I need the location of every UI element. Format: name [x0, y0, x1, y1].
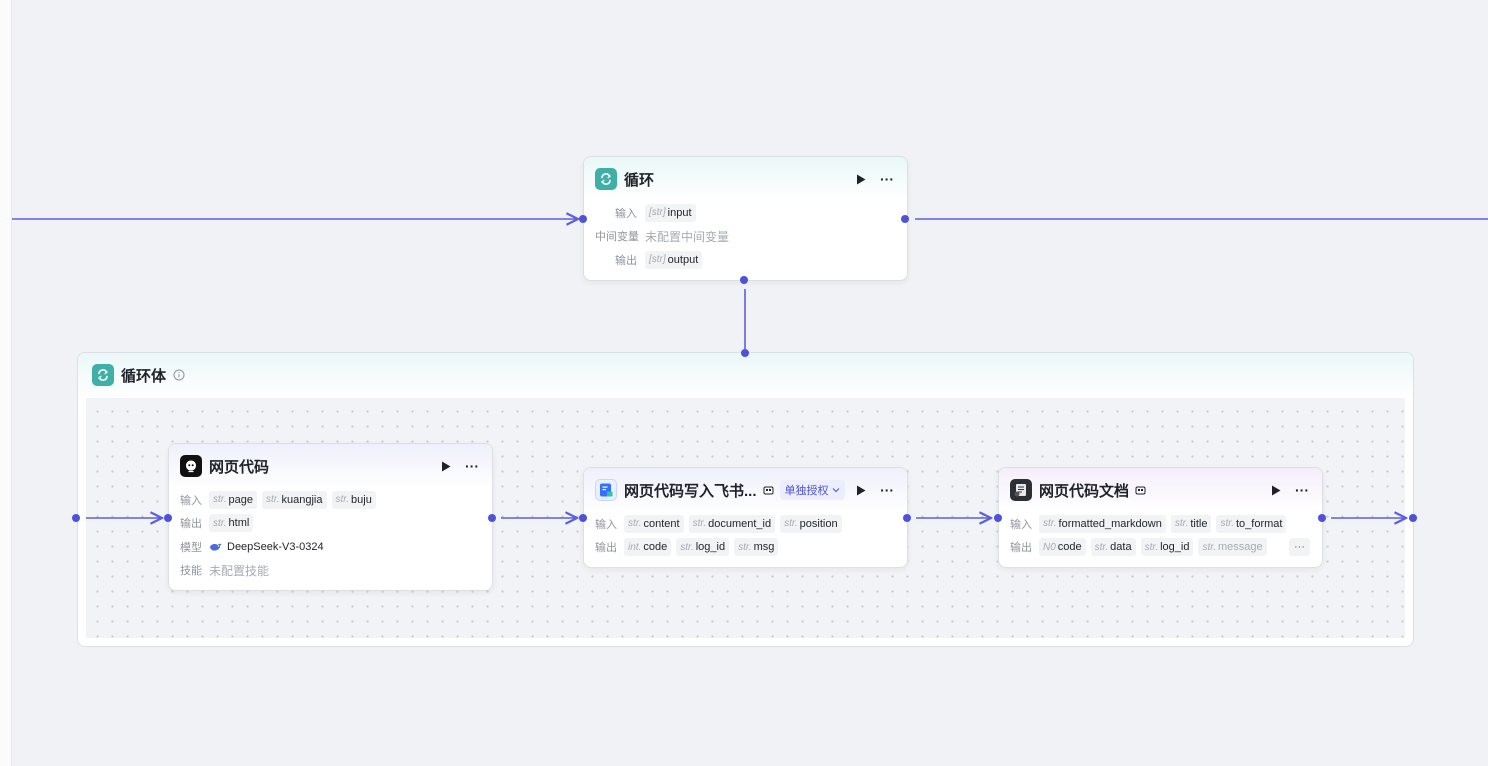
port-webcode-in[interactable] — [164, 514, 172, 522]
input-label: 输入 — [595, 518, 617, 531]
web-code-output-row: 输出 str.html — [180, 512, 480, 536]
input-label: 输入 — [615, 207, 637, 220]
port-loop-body-out[interactable] — [740, 276, 748, 284]
var-tag: str.log_id — [1140, 538, 1194, 557]
doc-icon — [1010, 479, 1032, 501]
web-code-title: 网页代码 — [209, 458, 270, 476]
var-tag: str.position — [780, 514, 842, 533]
midvar-label: 中间变量 — [595, 231, 639, 244]
var-tag: str.data — [1090, 538, 1136, 557]
midvar-value: 未配置中间变量 — [645, 229, 730, 244]
var-tag: int.code — [624, 538, 672, 557]
var-tag: str.msg — [734, 538, 779, 557]
left-panel-edge — [0, 0, 12, 766]
var-tag: str.log_id — [676, 538, 730, 557]
var-tag: str.to_format — [1216, 514, 1287, 533]
web-code-skill-row: 技能 未配置技能 — [180, 559, 480, 583]
port-doc-in[interactable] — [994, 514, 1002, 522]
auth-badge[interactable]: 单独授权 — [779, 480, 845, 500]
web-code-node[interactable]: 网页代码 ··· 输入 str.page str.kuangjia str.bu… — [168, 443, 493, 591]
port-doc-out[interactable] — [1318, 514, 1326, 522]
web-code-input-row: 输入 str.page str.kuangjia str.buju — [180, 488, 480, 512]
web-code-model-row: 模型 DeepSeek-V3-0324 — [180, 535, 480, 559]
plugin-icon — [1135, 485, 1146, 496]
var-tag: str.content — [624, 514, 684, 533]
var-tag: str.formatted_markdown — [1039, 514, 1166, 533]
feishu-write-header: 网页代码写入飞书... 单独授权 ··· — [584, 468, 907, 512]
model-value: DeepSeek-V3-0324 — [227, 540, 324, 553]
port-loop-in[interactable] — [579, 215, 587, 223]
output-label: 输出 — [1010, 542, 1032, 555]
feishu-input-row: 输入 str.content str.document_id str.posit… — [595, 512, 895, 536]
chevron-down-icon — [832, 488, 839, 493]
loop-midvar-row: 中间变量 未配置中间变量 — [595, 225, 895, 249]
port-body-end[interactable] — [1409, 514, 1417, 522]
loop-node-title: 循环 — [624, 171, 655, 189]
var-tag: str.document_id — [688, 514, 776, 533]
doc-node[interactable]: 网页代码文档 ··· 输入 str.formatted_markdown str… — [998, 467, 1323, 568]
code-bot-icon — [180, 455, 202, 477]
web-code-header: 网页代码 ··· — [169, 444, 492, 488]
doc-node-title: 网页代码文档 — [1039, 482, 1130, 500]
loop-node[interactable]: 循环 ··· 输入 [str]input 中间变量 未配置中间变量 输出 [st… — [583, 156, 908, 281]
more-icon[interactable]: ··· — [880, 482, 895, 498]
feishu-doc-icon — [595, 479, 617, 501]
output-label: 输出 — [595, 542, 617, 555]
port-feishu-out[interactable] — [903, 514, 911, 522]
var-tag: str.title — [1170, 514, 1212, 533]
plugin-icon — [763, 485, 774, 496]
loop-body-header: 循环体 — [78, 353, 1413, 397]
port-body-start[interactable] — [72, 514, 80, 522]
output-label: 输出 — [615, 254, 637, 267]
loop-input-row: 输入 [str]input — [595, 201, 895, 225]
skill-label: 技能 — [180, 565, 202, 578]
model-label: 模型 — [180, 541, 202, 554]
loop-body-title: 循环体 — [121, 367, 167, 385]
feishu-output-row: 输出 int.code str.log_id str.msg — [595, 536, 895, 560]
var-tag: [str]input — [645, 203, 696, 222]
port-webcode-out[interactable] — [488, 514, 496, 522]
loop-icon — [92, 364, 114, 386]
loop-node-header: 循环 ··· — [584, 157, 907, 201]
port-loop-body-in[interactable] — [741, 349, 749, 357]
var-tag: str.message — [1198, 538, 1267, 557]
more-icon[interactable]: ··· — [465, 458, 479, 474]
more-tags-button[interactable]: ··· — [1289, 538, 1310, 557]
loop-icon — [595, 168, 617, 190]
var-tag: str.kuangjia — [262, 490, 327, 509]
loop-output-row: 输出 [str]output — [595, 248, 895, 272]
output-label: 输出 — [180, 518, 202, 531]
play-icon[interactable] — [853, 171, 869, 187]
skill-value: 未配置技能 — [209, 563, 270, 578]
var-tag: str.page — [209, 490, 257, 509]
var-tag: str.html — [209, 514, 254, 533]
var-tag: str.buju — [331, 490, 376, 509]
info-icon[interactable] — [173, 369, 185, 381]
deepseek-icon — [209, 542, 222, 552]
play-icon[interactable] — [854, 482, 870, 498]
doc-input-row: 输入 str.formatted_markdown str.title str.… — [1010, 512, 1310, 536]
play-icon[interactable] — [1268, 482, 1284, 498]
input-label: 输入 — [180, 494, 202, 507]
feishu-write-title: 网页代码写入飞书... — [624, 482, 757, 500]
play-icon[interactable] — [438, 458, 454, 474]
more-icon[interactable]: ··· — [880, 171, 894, 187]
input-label: 输入 — [1010, 518, 1032, 531]
more-icon[interactable]: ··· — [1295, 482, 1309, 498]
var-tag: [str]output — [645, 250, 703, 269]
doc-node-header: 网页代码文档 ··· — [999, 468, 1322, 512]
feishu-write-node[interactable]: 网页代码写入飞书... 单独授权 ··· 输入 str.content str.… — [583, 467, 908, 568]
port-loop-out[interactable] — [901, 215, 909, 223]
port-feishu-in[interactable] — [579, 514, 587, 522]
